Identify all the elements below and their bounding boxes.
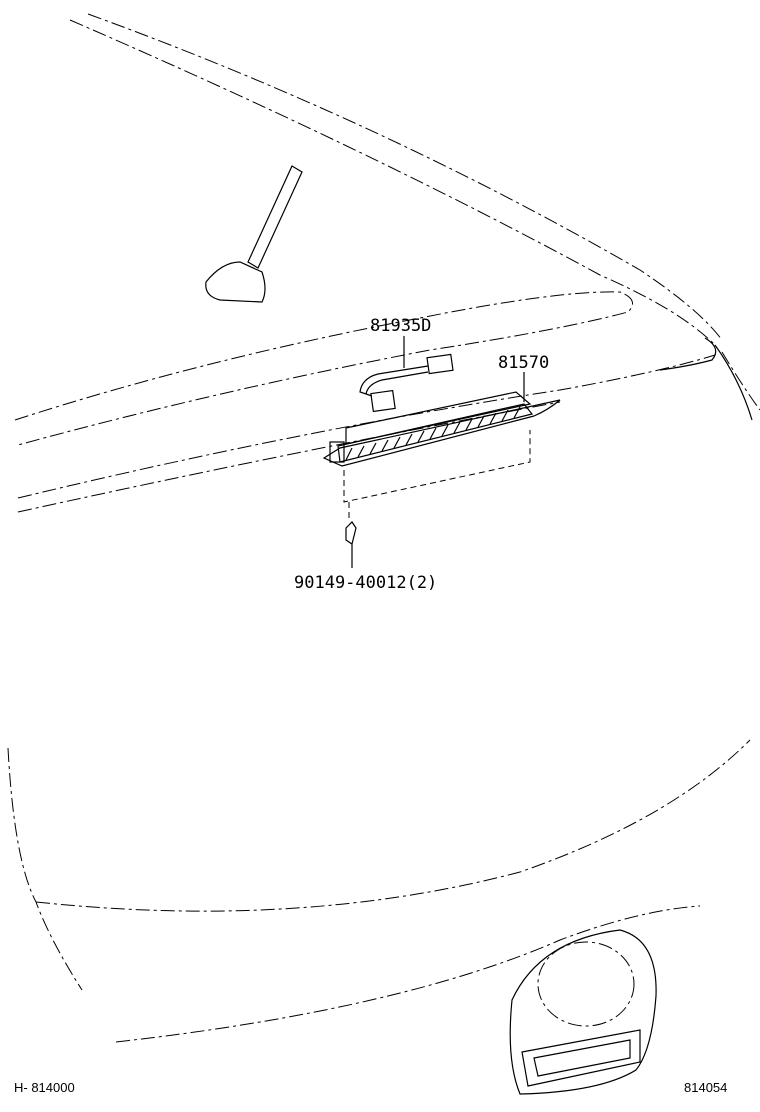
screw-icon xyxy=(345,502,357,568)
part-label-wire: 81935D xyxy=(370,316,431,336)
trunk-outline xyxy=(7,739,751,1043)
rear-spoiler xyxy=(14,291,717,513)
lamp-icon xyxy=(322,391,561,503)
footer-left-code: H- 814000 xyxy=(14,1080,75,1095)
antenna-icon xyxy=(205,165,303,303)
leader-lines xyxy=(403,336,525,402)
roof-outline xyxy=(69,13,760,421)
part-label-screw: 90149-40012(2) xyxy=(294,573,437,593)
connector-icon xyxy=(359,353,454,413)
footer-right-code: 814054 xyxy=(684,1080,727,1095)
rear-lamp-icon xyxy=(509,929,657,1095)
part-label-lamp: 81570 xyxy=(498,353,549,373)
